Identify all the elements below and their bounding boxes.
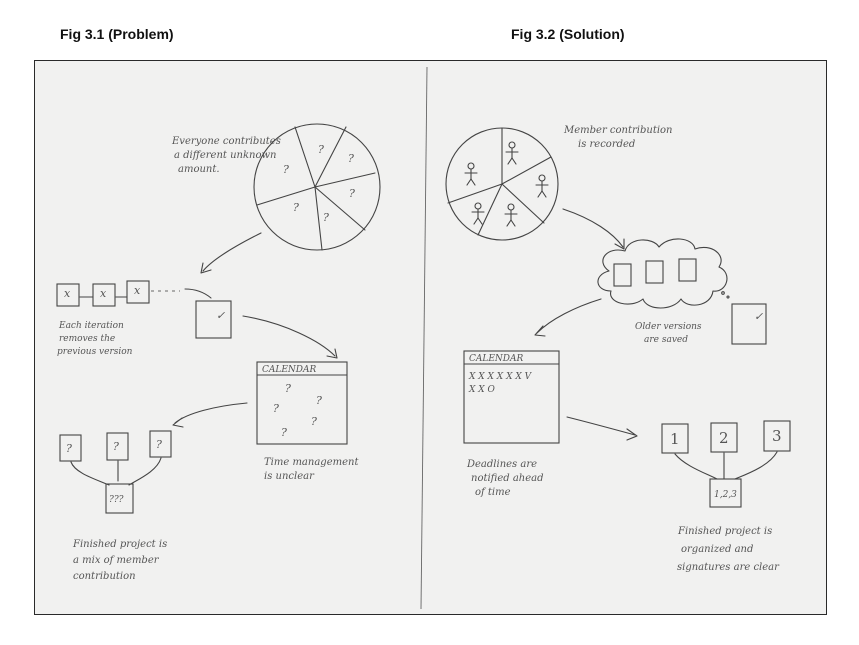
- merged-project-box: [709, 478, 742, 508]
- iteration-box: [56, 283, 80, 307]
- merged-project-box: [105, 483, 134, 514]
- calendar-question-mark: ?: [281, 426, 287, 439]
- calendar-title: CALENDAR: [469, 354, 524, 364]
- pie-question-mark: ?: [293, 201, 299, 214]
- part-question-mark: ?: [156, 438, 162, 451]
- pie-question-mark: ?: [323, 211, 329, 224]
- arrowhead: [534, 325, 546, 337]
- iteration-box: [126, 280, 150, 304]
- part-label: 2: [719, 429, 729, 447]
- iteration-caption: Each iteration removes the previous vers…: [57, 321, 133, 357]
- problem-pie-caption: Everyone contributes a different unknown…: [171, 136, 284, 175]
- x-mark: x: [100, 287, 107, 300]
- part-question-mark: ?: [66, 442, 72, 455]
- unclear-parts: ? ? ? ???: [59, 430, 172, 514]
- arrow: [202, 232, 262, 272]
- person-icon: [505, 141, 519, 165]
- calendar-question-mark: ?: [316, 394, 322, 407]
- iteration-chain: x x x ✓: [56, 280, 232, 339]
- arrow: [242, 315, 336, 357]
- center-divider: [420, 66, 428, 610]
- final-version-box: [195, 300, 232, 339]
- saved-version-box: [613, 263, 632, 287]
- solution-finished-caption: Finished project is organized and signat…: [677, 526, 780, 573]
- deadline-caption: Deadlines are notified ahead of time: [466, 459, 547, 498]
- latest-version-box: [731, 303, 767, 345]
- calendar-deadlines: CALENDAR X X X X X X V X X O: [463, 350, 560, 444]
- calendar-title: CALENDAR: [262, 365, 317, 375]
- arrowhead: [626, 428, 638, 441]
- numbered-parts: 1 2 3 1,2,3: [661, 420, 791, 508]
- person-icon: [535, 174, 549, 198]
- part-label: 3: [772, 427, 782, 445]
- part-question-mark: ?: [113, 440, 119, 453]
- person-icon: [464, 162, 478, 186]
- person-icon: [504, 203, 518, 227]
- part-label: 1: [670, 430, 680, 448]
- hand-drawn-diagram: Everyone contributes a different unknown…: [56, 66, 791, 610]
- arrow: [174, 402, 248, 424]
- equal-pie-chart: [445, 127, 559, 241]
- iteration-box: [92, 283, 116, 307]
- pie-question-mark: ?: [283, 163, 289, 176]
- arrowhead: [326, 348, 338, 359]
- person-icon: [471, 202, 485, 225]
- merged-label: 1,2,3: [714, 490, 737, 500]
- saved-versions-cloud: ✓: [597, 238, 767, 345]
- arrowhead: [172, 417, 184, 428]
- time-caption: Time management is unclear: [264, 457, 362, 482]
- saved-version-box: [678, 258, 697, 282]
- x-mark: x: [64, 287, 71, 300]
- calendar-row: X X O: [468, 385, 496, 395]
- calendar-question-mark: ?: [273, 402, 279, 415]
- arrowhead: [614, 238, 625, 250]
- arrow: [566, 416, 636, 436]
- figure-title-solution: Fig 3.2 (Solution): [511, 26, 625, 42]
- calendar-question-mark: ?: [311, 415, 317, 428]
- figure-title-problem: Fig 3.1 (Problem): [60, 26, 174, 42]
- pie-question-mark: ?: [348, 152, 354, 165]
- check-mark: ✓: [754, 310, 764, 323]
- arrow: [536, 298, 602, 334]
- pie-question-mark: ?: [349, 187, 355, 200]
- sketch-paper: Everyone contributes a different unknown…: [34, 60, 827, 615]
- x-mark: x: [134, 284, 141, 297]
- versions-caption: Older versions are saved: [635, 322, 704, 345]
- pie-question-mark: ?: [318, 143, 324, 156]
- solution-pie-caption: Member contribution is recorded: [563, 125, 676, 150]
- arrowhead: [200, 262, 212, 274]
- calendar-unclear: CALENDAR ? ? ? ? ?: [256, 361, 348, 445]
- unequal-pie-chart: ? ? ? ? ? ?: [253, 123, 381, 251]
- check-mark: ✓: [216, 309, 226, 322]
- problem-finished-caption: Finished project is a mix of member cont…: [72, 539, 170, 582]
- calendar-question-mark: ?: [285, 382, 291, 395]
- merged-mark: ???: [109, 495, 124, 505]
- arrow: [562, 208, 624, 248]
- saved-version-box: [645, 260, 664, 284]
- calendar-row: X X X X X X V: [468, 372, 533, 382]
